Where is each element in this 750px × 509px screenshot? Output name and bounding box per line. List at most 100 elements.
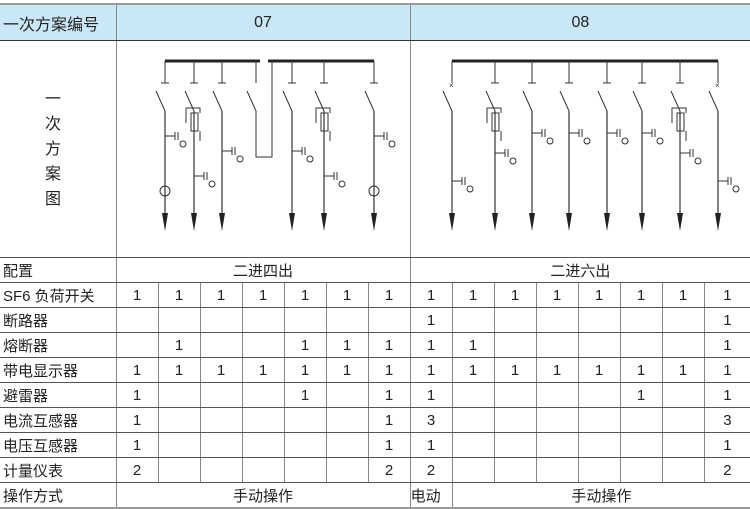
cell-value	[535, 332, 579, 358]
cell-value	[157, 307, 201, 333]
row-label: 避雷器	[0, 382, 117, 408]
capacitor-icon	[461, 177, 466, 185]
capacitor-icon	[727, 177, 732, 185]
cell-value: 1	[409, 332, 453, 358]
operation-label: 操作方式	[0, 482, 117, 509]
cell-value: 1	[409, 357, 453, 383]
switch-blade-icon	[155, 90, 165, 112]
cell-value	[157, 457, 201, 483]
cell-value	[241, 457, 285, 483]
cell-value: 2	[703, 457, 750, 483]
switch-blade-icon	[442, 90, 453, 112]
cell-value: 1	[283, 282, 327, 308]
cell-value	[661, 457, 705, 483]
cell-value: 1	[703, 332, 750, 358]
capacitor-icon	[689, 149, 694, 157]
cell-value	[493, 407, 537, 433]
diagram-label-char: 方	[45, 140, 62, 158]
operation-08-incoming: 电动	[409, 482, 453, 509]
cell-value	[241, 332, 285, 358]
scheme-07-number: 07	[115, 3, 411, 41]
cell-value	[493, 332, 537, 358]
capacitor-icon	[231, 147, 235, 155]
row-label: SF6 负荷开关	[0, 282, 117, 308]
cell-value	[283, 307, 327, 333]
fuse-icon	[190, 112, 198, 132]
cell-value: 1	[409, 307, 453, 333]
cell-value: 1	[619, 382, 663, 408]
cell-value	[157, 432, 201, 458]
cell-value	[157, 407, 201, 433]
switch-blade-icon	[364, 90, 374, 112]
cell-value	[451, 407, 495, 433]
row-label: 电压互感器	[0, 432, 117, 458]
cell-value: 1	[451, 357, 495, 383]
cell-value: 1	[325, 357, 369, 383]
voltage-indicator-icon	[236, 155, 243, 163]
capacitor-icon	[174, 132, 178, 140]
operation-row: 操作方式手动操作电动手动操作	[0, 482, 750, 509]
fuse-icon	[491, 112, 500, 132]
cell-value	[619, 407, 663, 433]
voltage-indicator-icon	[208, 180, 215, 188]
current-transformer-icon	[368, 185, 379, 197]
capacitor-icon	[383, 132, 387, 140]
cell-value	[199, 382, 243, 408]
header-row: 一次方案编号 07 08	[0, 3, 750, 41]
cell-value: 1	[661, 357, 705, 383]
cell-value	[325, 407, 369, 433]
cell-value	[661, 332, 705, 358]
cell-value: 1	[577, 357, 621, 383]
row-label: 计量仪表	[0, 457, 117, 483]
capacitor-icon	[333, 172, 337, 180]
cell-value: 1	[409, 282, 453, 308]
cell-value: 1	[493, 282, 537, 308]
capacitor-icon	[541, 129, 546, 137]
voltage-indicator-icon	[583, 137, 591, 145]
cell-value: 1	[619, 282, 663, 308]
cell-value: 3	[409, 407, 453, 433]
cell-value	[535, 432, 579, 458]
cell-value: 1	[199, 282, 243, 308]
cell-value	[325, 307, 369, 333]
cell-value	[241, 382, 285, 408]
cell-value	[283, 407, 327, 433]
outgoing-arrow-icon	[218, 213, 225, 231]
capacitor-icon	[616, 129, 621, 137]
cell-value: 1	[115, 432, 159, 458]
cell-value: 3	[703, 407, 750, 433]
fuse-icon	[676, 112, 685, 132]
cell-value: 2	[367, 457, 411, 483]
breaker-mark-icon: ×	[715, 81, 720, 90]
voltage-indicator-icon	[546, 137, 554, 145]
cell-value: 1	[241, 282, 285, 308]
cell-value: 1	[703, 282, 750, 308]
cell-value	[577, 332, 621, 358]
cell-value: 2	[409, 457, 453, 483]
switch-blade-icon	[522, 90, 533, 112]
cell-value	[241, 432, 285, 458]
cell-value	[535, 382, 579, 408]
cell-value	[577, 407, 621, 433]
cell-value	[661, 407, 705, 433]
outgoing-arrow-icon	[448, 213, 455, 231]
cell-value	[199, 457, 243, 483]
cell-value	[535, 307, 579, 333]
cell-value: 1	[367, 357, 411, 383]
cell-value	[661, 307, 705, 333]
current-transformer-icon	[159, 185, 170, 197]
operation-08-outgoing: 手动操作	[451, 482, 750, 509]
cell-value: 1	[157, 282, 201, 308]
cell-value: 2	[115, 457, 159, 483]
outgoing-arrow-icon	[190, 213, 197, 231]
fuse-wiring	[486, 107, 502, 141]
cell-value: 1	[493, 357, 537, 383]
cell-value: 1	[283, 357, 327, 383]
cell-value	[157, 382, 201, 408]
